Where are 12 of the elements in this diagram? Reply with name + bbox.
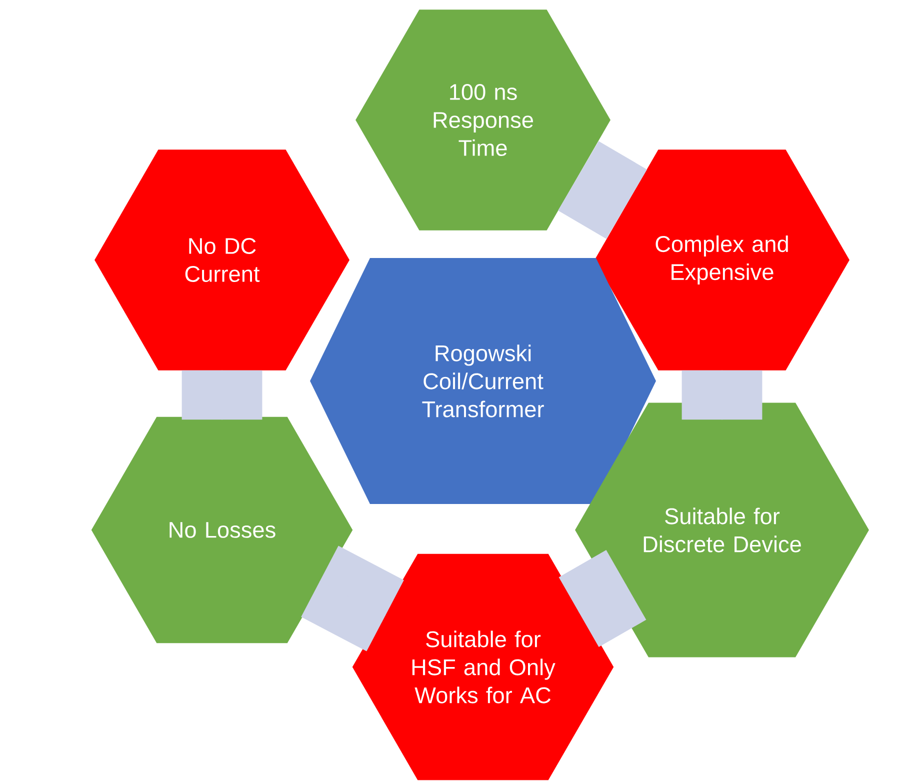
hexagon: Suitable for HSF and Only Works for AC	[352, 554, 614, 780]
hexagon: No Losses	[91, 416, 353, 644]
hexagon: Complex and Expensive	[594, 150, 850, 370]
hexagon: Suitable for Discrete Device	[575, 402, 869, 658]
connector-band	[182, 370, 262, 420]
connector-band	[682, 370, 762, 420]
connector-band	[558, 550, 646, 647]
connector-band	[558, 141, 647, 239]
connector-band	[301, 546, 404, 652]
hexagon: No DC Current	[94, 150, 350, 370]
hexagon: Rogowski Coil/Current Transformer	[310, 258, 656, 504]
hexagon: 100 ns Response Time	[356, 10, 610, 230]
